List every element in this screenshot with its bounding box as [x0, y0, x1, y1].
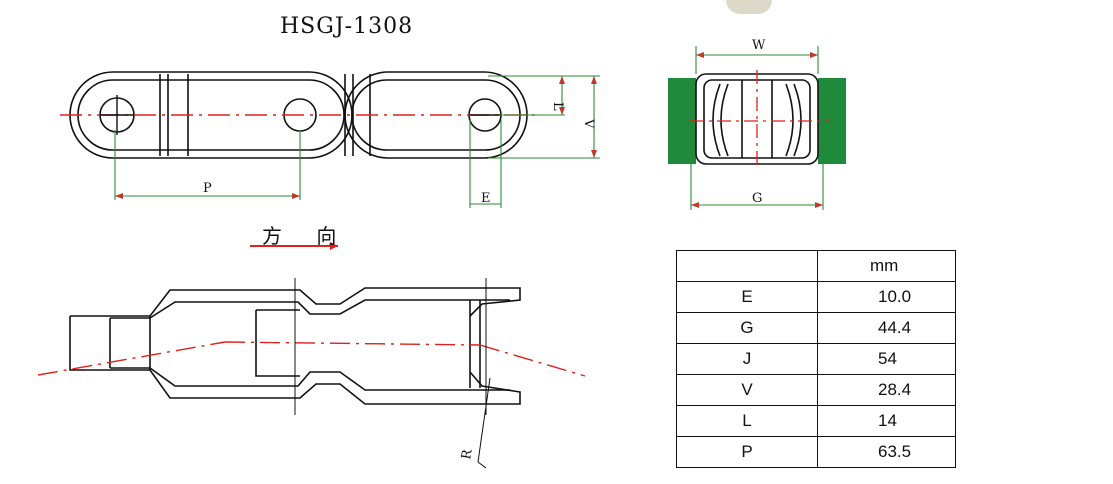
spec-name: E	[676, 281, 818, 313]
spec-value: 14	[817, 405, 956, 437]
pad-right	[818, 78, 846, 164]
spec-row: J 54	[676, 343, 956, 375]
plan-dimension-arrows	[115, 76, 597, 199]
spec-value: 44.4	[817, 312, 956, 344]
direction-label: 方 向	[262, 224, 351, 248]
side-centerline	[37, 341, 586, 377]
dim-label-l: L	[550, 102, 565, 111]
spec-table: mm E 10.0 G 44.4 J 54 V 28.4 L 14 P 63.5	[676, 250, 956, 468]
dim-label-w: W	[752, 38, 766, 53]
spec-value: 28.4	[817, 374, 956, 406]
decorative-blob	[726, 0, 772, 14]
cross-section-view: W G	[668, 38, 846, 210]
direction-arrow	[250, 242, 338, 250]
spec-name: V	[676, 374, 818, 406]
drawing-title: HSGJ-1308	[280, 14, 414, 39]
dim-label-r: R	[459, 447, 476, 460]
spec-row: V 28.4	[676, 374, 956, 406]
dim-label-v: V	[581, 118, 596, 129]
side-vertical-lines	[294, 278, 491, 469]
spec-header-row: mm	[676, 250, 956, 282]
spec-value: 10.0	[817, 281, 956, 313]
spec-name: J	[676, 343, 818, 375]
dim-label-g: G	[752, 191, 762, 206]
spec-row: P 63.5	[676, 436, 956, 468]
dim-label-p: P	[203, 181, 212, 196]
spec-row: G 44.4	[676, 312, 956, 344]
spec-name: P	[676, 436, 818, 468]
side-view	[69, 287, 521, 405]
spec-row: L 14	[676, 405, 956, 437]
spec-name: L	[676, 405, 818, 437]
spec-header-unit: mm	[817, 250, 956, 282]
spec-header-blank	[676, 250, 818, 282]
dim-label-e: E	[481, 191, 491, 206]
spec-name: G	[676, 312, 818, 344]
spec-value: 54	[817, 343, 956, 375]
spec-value: 63.5	[817, 436, 956, 468]
spec-row: E 10.0	[676, 281, 956, 313]
section-dimension-lines	[690, 46, 824, 210]
